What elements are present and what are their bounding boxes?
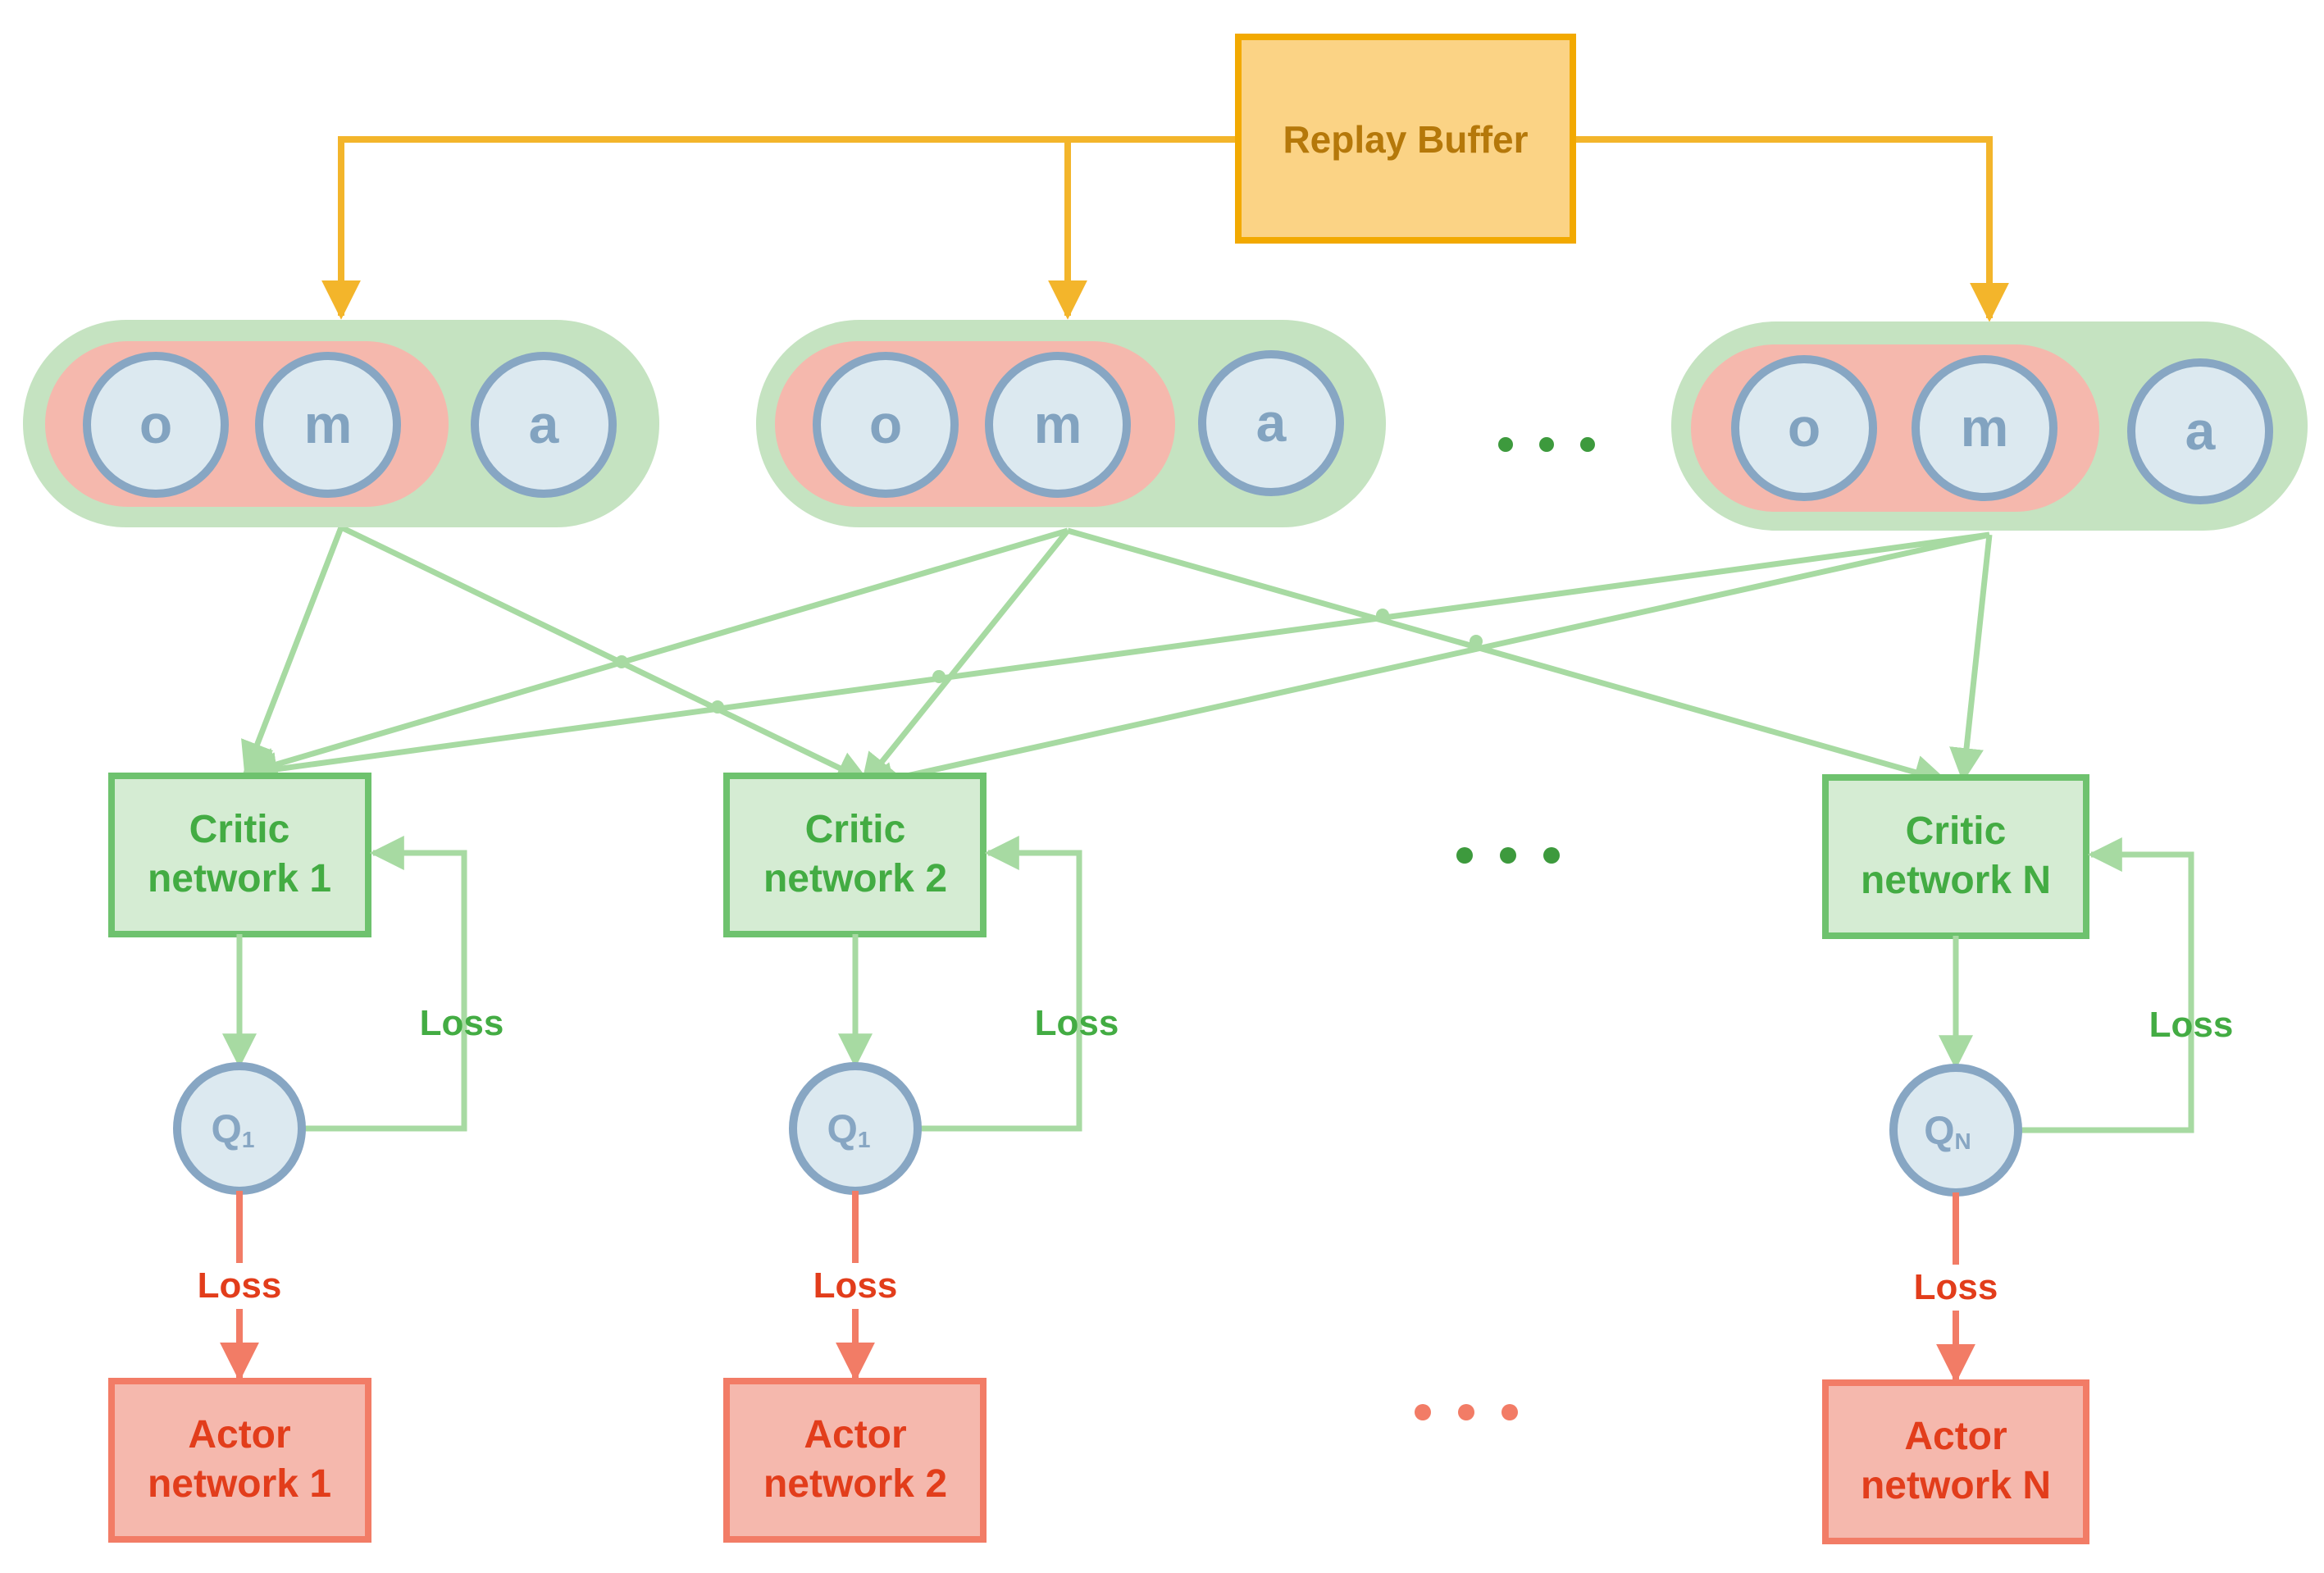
- agentn-to-criticn-arrow: [1949, 534, 1993, 783]
- critic-network-1: Critic network 1: [108, 773, 371, 937]
- svg-text:m: m: [1961, 397, 2009, 458]
- agent-2-sample: o m a: [756, 320, 1386, 527]
- replay-buffer-label: Replay Buffer: [1283, 118, 1528, 161]
- agentn-to-critic2-arrow: [859, 531, 1990, 796]
- svg-text:o: o: [869, 394, 902, 454]
- message-node: m: [1912, 355, 2057, 501]
- svg-text:network 2: network 2: [763, 1462, 947, 1506]
- observation-node: o: [813, 352, 959, 498]
- agent-1-sample: o m a: [23, 320, 659, 527]
- svg-text:Critic: Critic: [805, 808, 906, 851]
- agent1-to-critic1-arrow: [241, 526, 344, 777]
- svg-text:a: a: [1256, 392, 1287, 453]
- q-value-node-2: Q1: [789, 1062, 922, 1195]
- actorn-loss-label: Loss: [1914, 1267, 1998, 1307]
- sample-to-critic-arrows: [241, 524, 1993, 796]
- criticn-loss-label: Loss: [2149, 1005, 2234, 1045]
- svg-text:network N: network N: [1861, 1464, 2051, 1507]
- svg-text:Q1: Q1: [827, 1108, 871, 1152]
- svg-text:m: m: [304, 394, 353, 454]
- svg-text:o: o: [139, 394, 172, 454]
- ellipsis-actors: [1415, 1404, 1518, 1420]
- actor-network-2: Actor network 2: [723, 1378, 987, 1543]
- critic1-loss-label: Loss: [420, 1003, 504, 1043]
- svg-text:m: m: [1034, 394, 1082, 454]
- svg-text:network 1: network 1: [148, 1462, 331, 1506]
- svg-text:network N: network N: [1861, 859, 2051, 902]
- actor-network-n: Actor network N: [1822, 1379, 2089, 1544]
- svg-text:Actor: Actor: [188, 1413, 290, 1457]
- q-value-node-n: QN: [1889, 1064, 2022, 1197]
- ellipsis-samples: [1498, 437, 1595, 452]
- svg-text:Critic: Critic: [189, 808, 290, 851]
- actor1-loss-label: Loss: [198, 1265, 282, 1306]
- actor-network-1: Actor network 1: [108, 1378, 371, 1543]
- critic1-loss-feedback-arrow: [302, 836, 467, 1132]
- crossing-junction-dots: [615, 609, 1483, 714]
- svg-text:Actor: Actor: [804, 1413, 906, 1457]
- critic-network-n: Critic network N: [1822, 774, 2089, 939]
- message-node: m: [985, 352, 1131, 498]
- agent2-to-criticn-arrow: [1067, 527, 1949, 789]
- agent1-to-critic2-arrow: [339, 524, 871, 785]
- buffer-arrows: [321, 136, 2009, 322]
- buffer-to-agent-1-arrow: [321, 136, 1238, 320]
- critic2-loss-label: Loss: [1035, 1003, 1119, 1043]
- message-node: m: [255, 352, 401, 498]
- observation-node: o: [1731, 355, 1877, 501]
- agent2-to-critic1-arrow: [242, 527, 1069, 782]
- svg-text:a: a: [529, 394, 560, 454]
- critic2-loss-feedback-arrow: [918, 836, 1082, 1132]
- replay-buffer-box: Replay Buffer: [1235, 34, 1576, 244]
- observation-node: o: [83, 352, 229, 498]
- q-value-node-1: Q1: [173, 1062, 306, 1195]
- criticn-loss-feedback-arrow: [2018, 837, 2194, 1133]
- action-node: a: [1198, 350, 1344, 496]
- action-node: a: [471, 352, 617, 498]
- buffer-to-agent-n-arrow: [1573, 136, 2009, 322]
- svg-text:a: a: [2185, 400, 2217, 461]
- svg-text:o: o: [1788, 397, 1820, 458]
- critic-network-2: Critic network 2: [723, 773, 987, 937]
- svg-text:Q1: Q1: [212, 1108, 255, 1152]
- svg-text:network 1: network 1: [148, 857, 331, 900]
- agentn-to-critic1-arrow: [242, 531, 1990, 786]
- agent-n-sample: o m a: [1671, 321, 2308, 531]
- agent2-to-critic2-arrow: [860, 528, 1070, 789]
- actor2-loss-label: Loss: [813, 1265, 898, 1306]
- svg-text:network 2: network 2: [763, 857, 947, 900]
- svg-text:QN: QN: [1924, 1110, 1971, 1154]
- svg-text:Critic: Critic: [1906, 809, 2007, 853]
- svg-text:Actor: Actor: [1904, 1415, 2007, 1458]
- action-node: a: [2127, 358, 2273, 504]
- ellipsis-critics: [1456, 847, 1560, 864]
